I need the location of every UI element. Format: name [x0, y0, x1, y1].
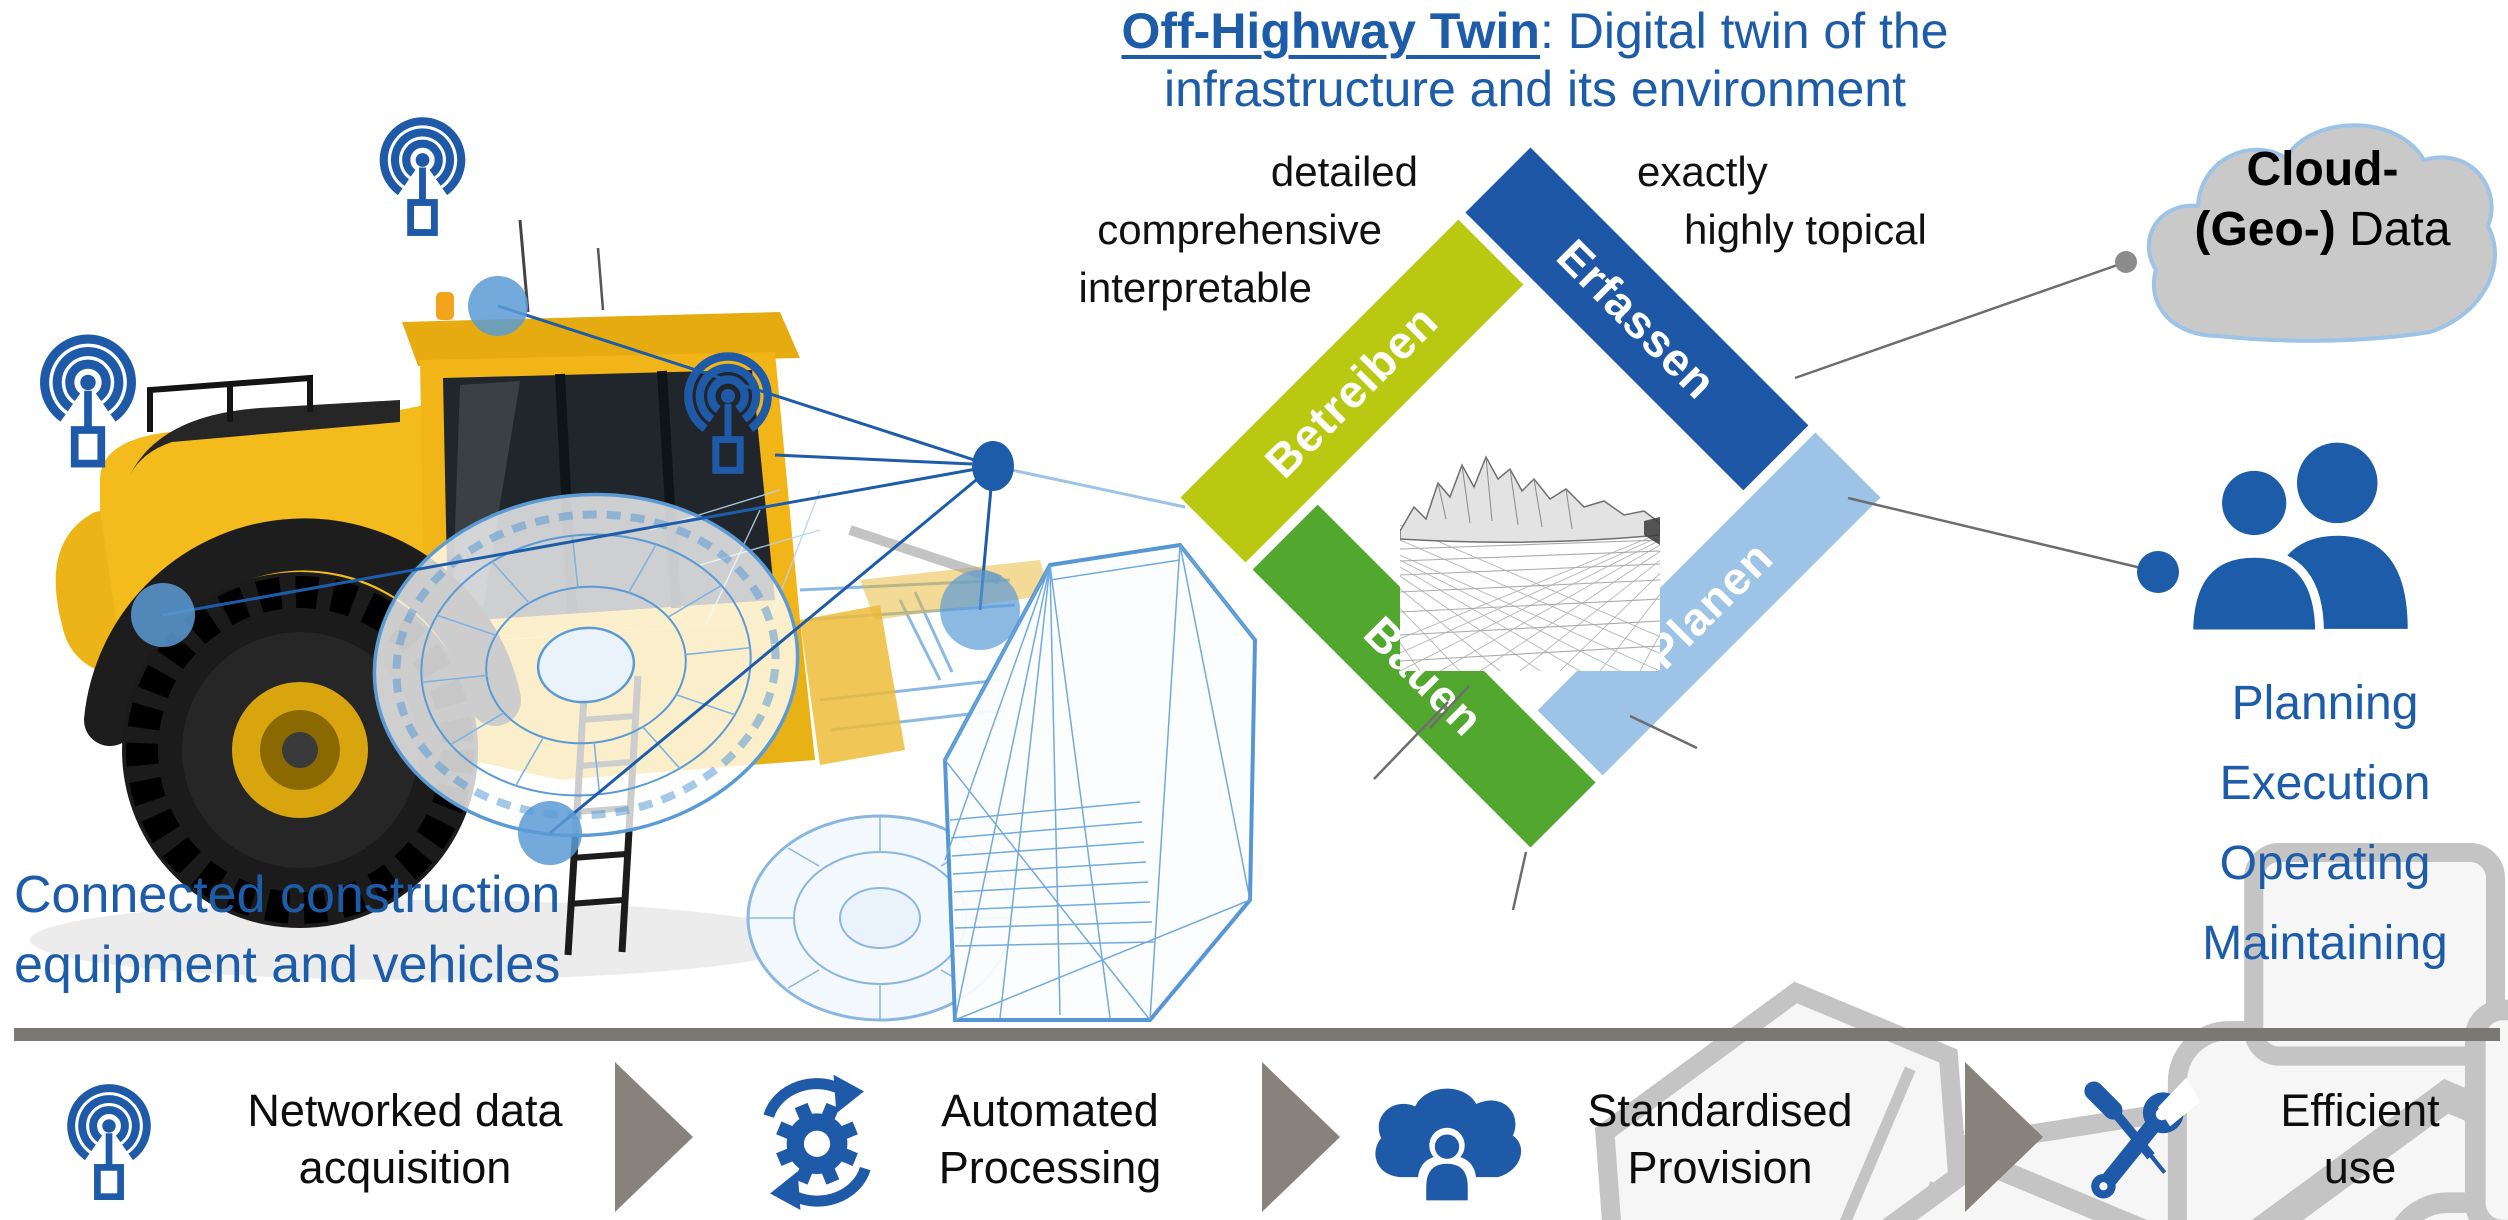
cloud-shape: [2146, 123, 2497, 343]
terrain-wireframe-image: [1400, 435, 1660, 671]
wheel-loader-illustration: [30, 60, 1258, 1022]
cloud-user-icon: [1375, 1088, 1522, 1201]
process-arrow-icon: [1262, 1062, 1340, 1212]
horizontal-divider: [14, 1028, 2500, 1041]
quality-interpretable: interpretable: [1078, 264, 1312, 311]
title-line-2: infrastructure and its environment: [1163, 61, 1907, 117]
stakeholder-list: Planning Execution Operating Maintaining: [2155, 664, 2495, 984]
step-label-acquisition: Networked data acquisition: [247, 1085, 563, 1193]
page-title: Off-Highway Twin: Digital twin of the in…: [1030, 2, 2040, 118]
step-label-use: Efficient use: [2280, 1085, 2440, 1193]
link-to-diamond-line: [992, 464, 1186, 509]
quality-highly-topical: highly topical: [1684, 206, 1927, 253]
loader-rear-wheel: [122, 572, 478, 928]
step-label-processing: Automated Processing: [938, 1085, 1162, 1193]
cloud-connector-dot: [2115, 251, 2137, 273]
output-connector-lines: [1373, 260, 2159, 911]
step-label-provision: Standardised Provision: [1587, 1085, 1853, 1193]
title-highlight: Off-Highway Twin: [1121, 3, 1540, 59]
process-arrow-icon: [615, 1062, 693, 1212]
quality-exactly: exactly: [1637, 148, 1768, 195]
tools-icon: [2062, 1072, 2202, 1208]
stakeholder-item: Maintaining: [2202, 917, 2448, 970]
hub-node-dot: [972, 441, 1014, 491]
loader-shadow: [30, 900, 810, 980]
users-connector-dot: [2137, 551, 2179, 593]
gear-sync-icon: [748, 1072, 886, 1210]
quality-comprehensive: comprehensive: [1097, 206, 1382, 253]
cloud-label-line1: Cloud-: [2246, 143, 2399, 196]
quality-detailed: detailed: [1270, 148, 1418, 195]
stakeholder-item: Operating: [2219, 837, 2431, 890]
stakeholder-item: Execution: [2219, 757, 2431, 810]
wireframe-front-wheel: [372, 492, 800, 838]
sensor-dots: [131, 276, 1020, 865]
antenna-icon: [48, 1078, 170, 1208]
cloud-label-data: Data: [2335, 203, 2451, 256]
title-line-1: Off-Highway Twin: Digital twin of the: [1121, 3, 1949, 59]
cloud-label-geo: (Geo-): [2194, 203, 2336, 256]
users-icon: [2184, 442, 2408, 639]
cloud-label: Cloud- (Geo-) Data: [2150, 140, 2495, 260]
wireframe-bucket: [942, 542, 1258, 1022]
stakeholder-item: Planning: [2231, 677, 2419, 730]
process-arrow-icon: [1965, 1062, 2043, 1212]
loader-caption: Connected construction equipment and veh…: [14, 866, 561, 994]
